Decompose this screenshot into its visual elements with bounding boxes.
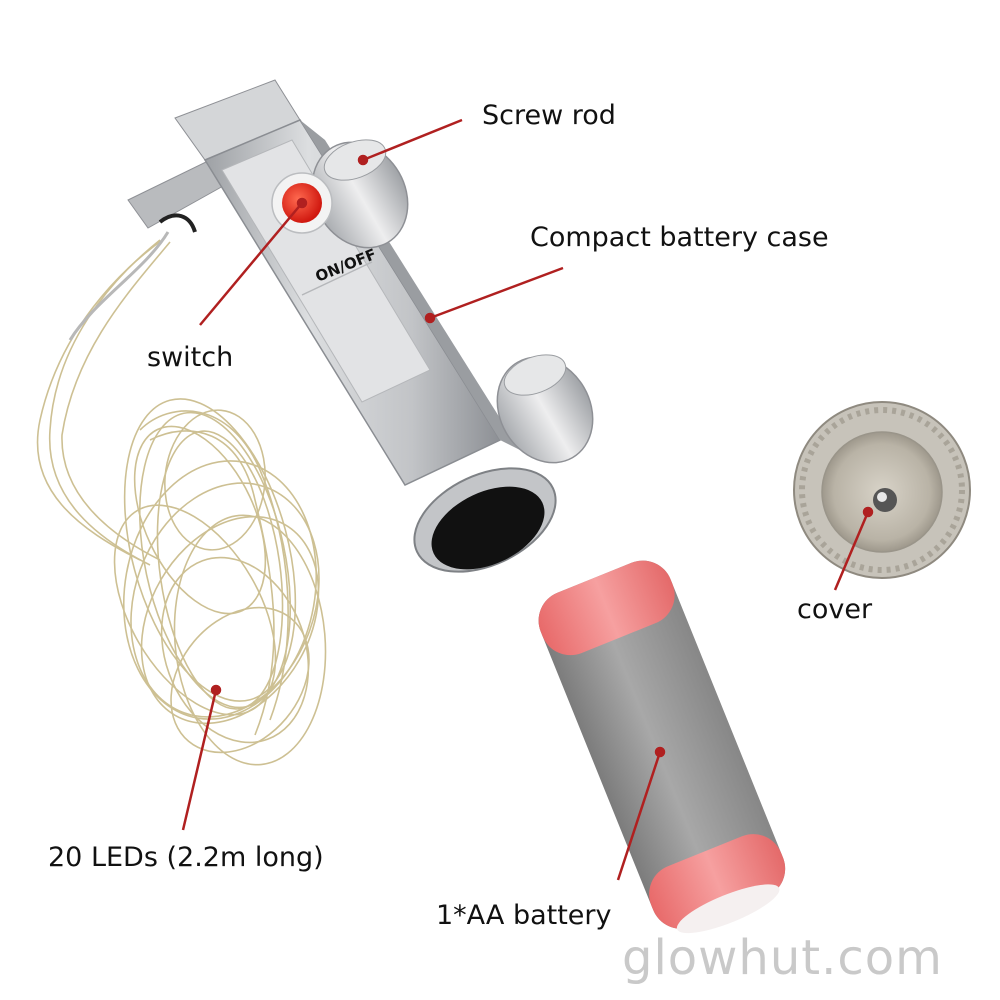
watermark: glowhut.com: [622, 930, 943, 986]
label-screw-rod: Screw rod: [482, 100, 616, 131]
cable: [68, 231, 170, 341]
label-leds: 20 LEDs (2.2m long): [48, 842, 324, 873]
aa-battery: [538, 560, 786, 934]
label-switch: switch: [147, 342, 234, 373]
led-wire-coil: [36, 237, 327, 766]
label-cover: cover: [797, 594, 873, 625]
label-battery: 1*AA battery: [436, 900, 612, 931]
cover-cap: [793, 401, 971, 579]
label-battery-case: Compact battery case: [530, 222, 829, 253]
battery-case: ON/OFF: [127, 79, 594, 573]
threaded-opening: [413, 467, 557, 573]
pointer-lines: [181, 118, 874, 881]
screw-rod-knob-bottom: [496, 354, 594, 464]
screw-rod-knob-top: [311, 139, 409, 249]
